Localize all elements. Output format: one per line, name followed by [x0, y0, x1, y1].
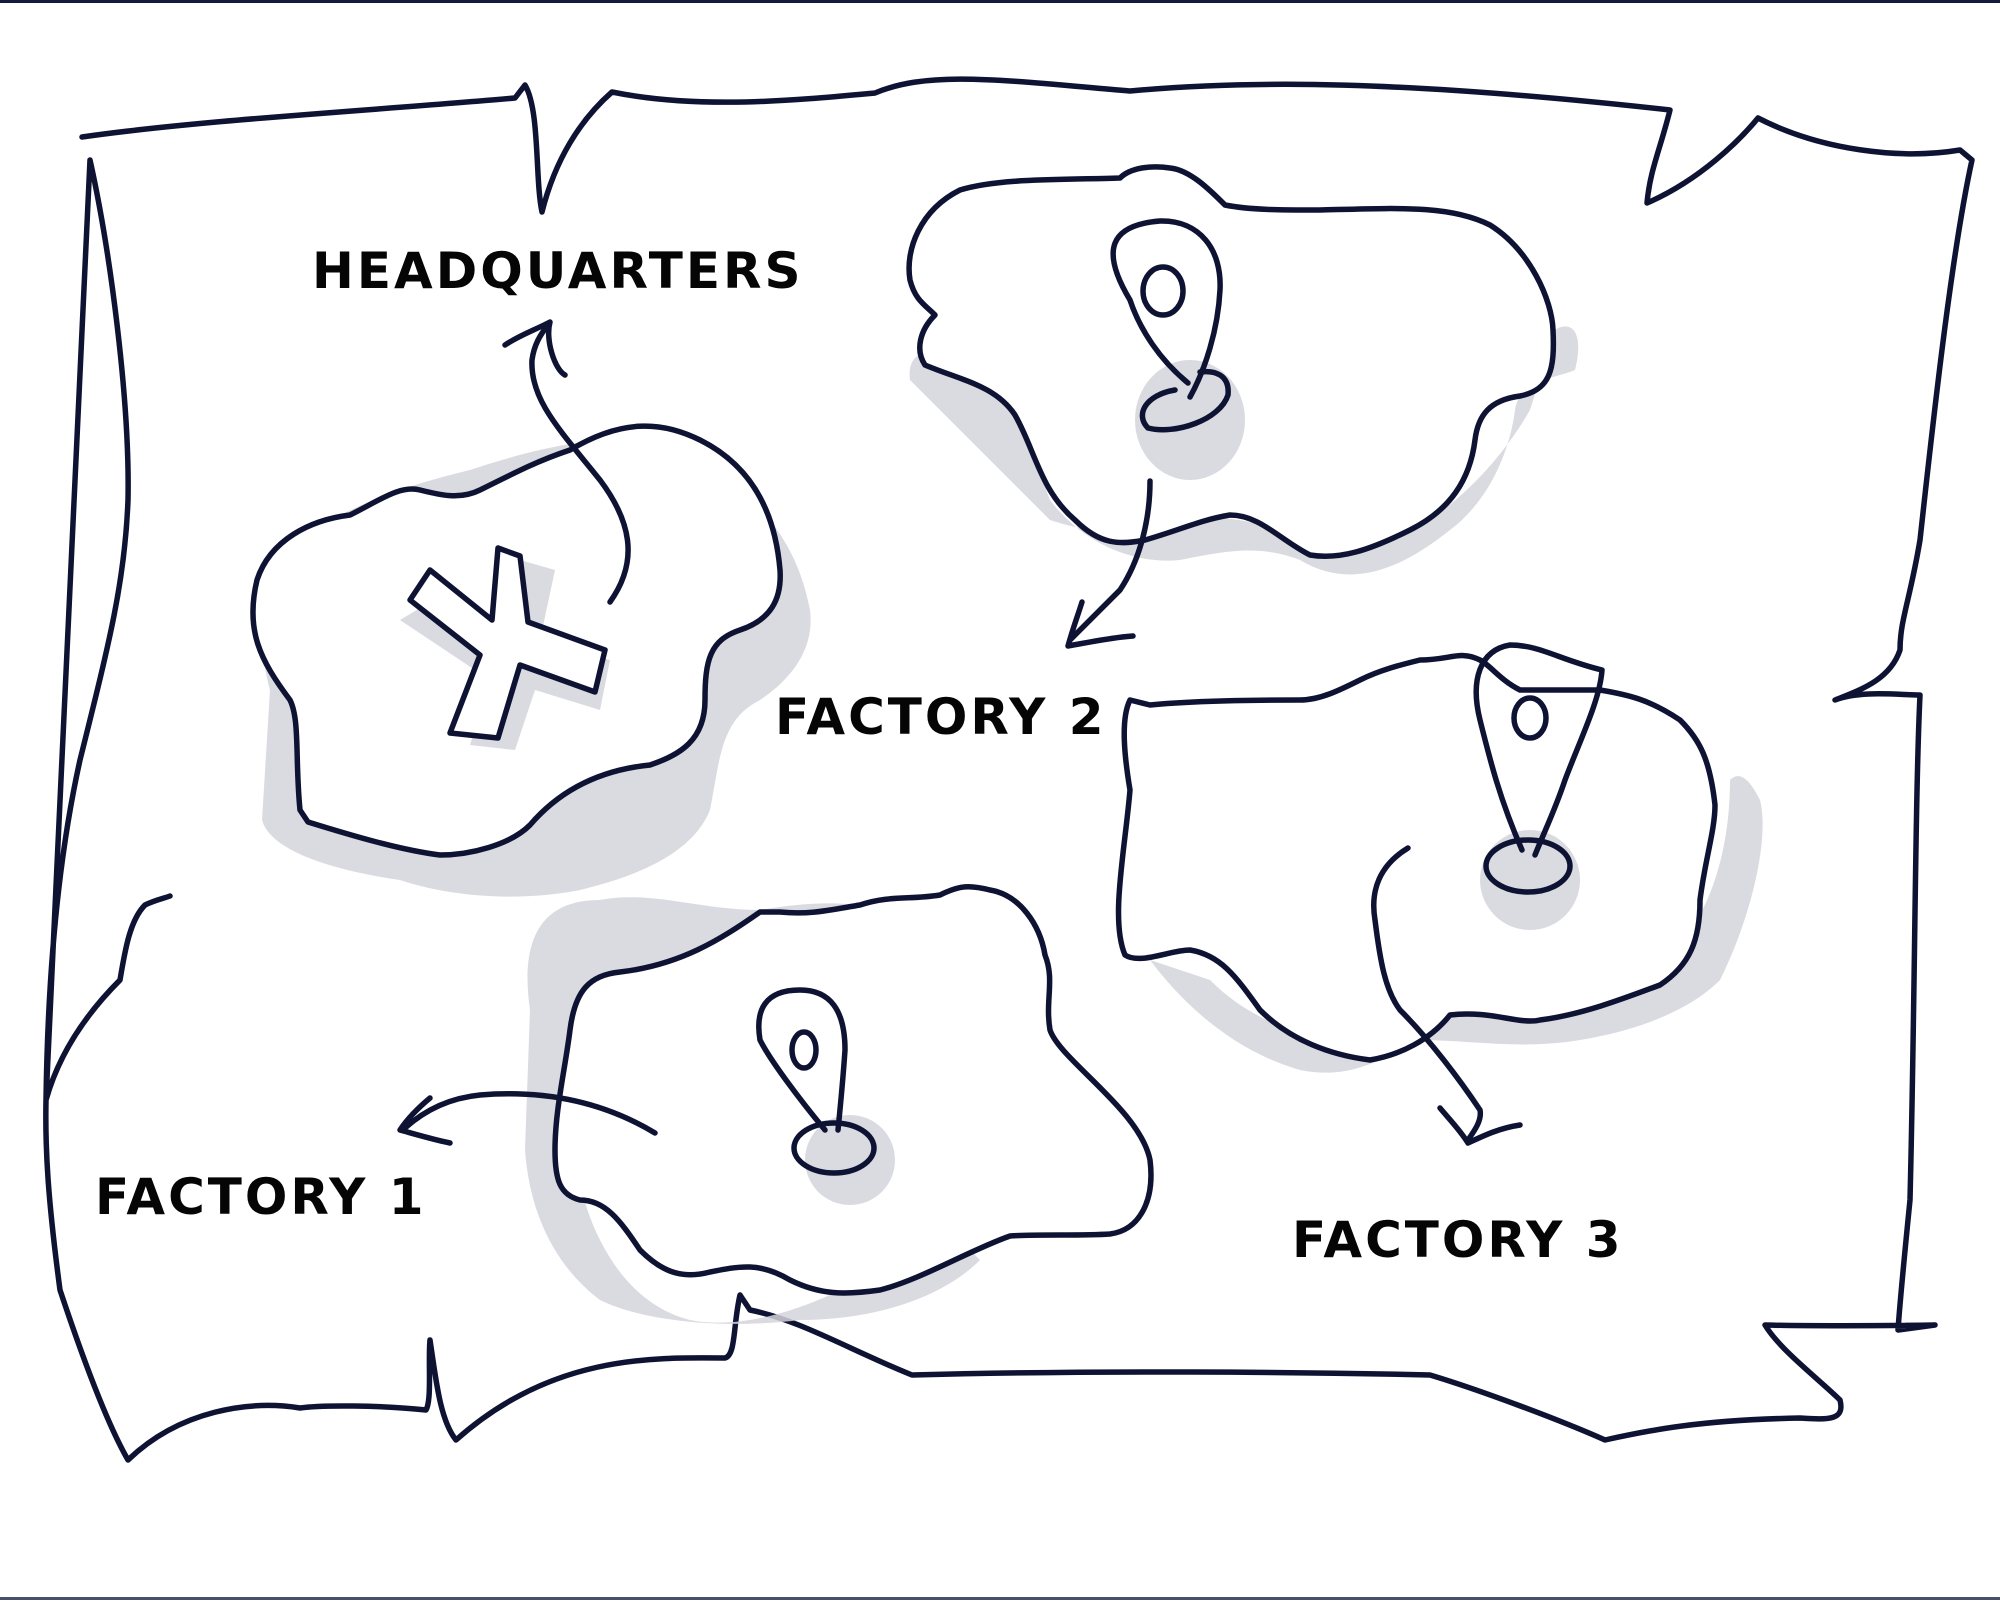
- label-headquarters: HEADQUARTERS: [312, 242, 804, 300]
- location-pin-icon: [1473, 642, 1605, 930]
- location-pin-icon: [1110, 218, 1245, 480]
- bottom-border: [0, 1597, 2000, 1600]
- factory-2-arrow-head: [1065, 599, 1136, 649]
- factory-3-island: [1115, 652, 1718, 1063]
- x-mark-icon: [400, 545, 610, 750]
- factory-1-arrow: [402, 1091, 658, 1136]
- label-factory-1: FACTORY 1: [95, 1168, 427, 1226]
- label-factory-2: FACTORY 2: [775, 688, 1107, 746]
- top-border: [0, 0, 2000, 3]
- factory-3-arrow-head: [1437, 1105, 1523, 1146]
- factory-2-arrow: [1067, 478, 1153, 643]
- factory-2-island-shadow: [909, 326, 1579, 575]
- factory-1-island: [552, 883, 1154, 1296]
- factory-3-arrow: [1371, 845, 1484, 1143]
- label-factory-3: FACTORY 3: [1292, 1211, 1624, 1269]
- factory-1-arrow-head: [397, 1095, 453, 1146]
- hq-arrow: [529, 322, 631, 605]
- location-pin-icon: [756, 987, 895, 1205]
- paper-border: [43, 76, 1975, 1463]
- hq-arrow-head: [502, 319, 568, 378]
- factory-2-island: [906, 164, 1557, 560]
